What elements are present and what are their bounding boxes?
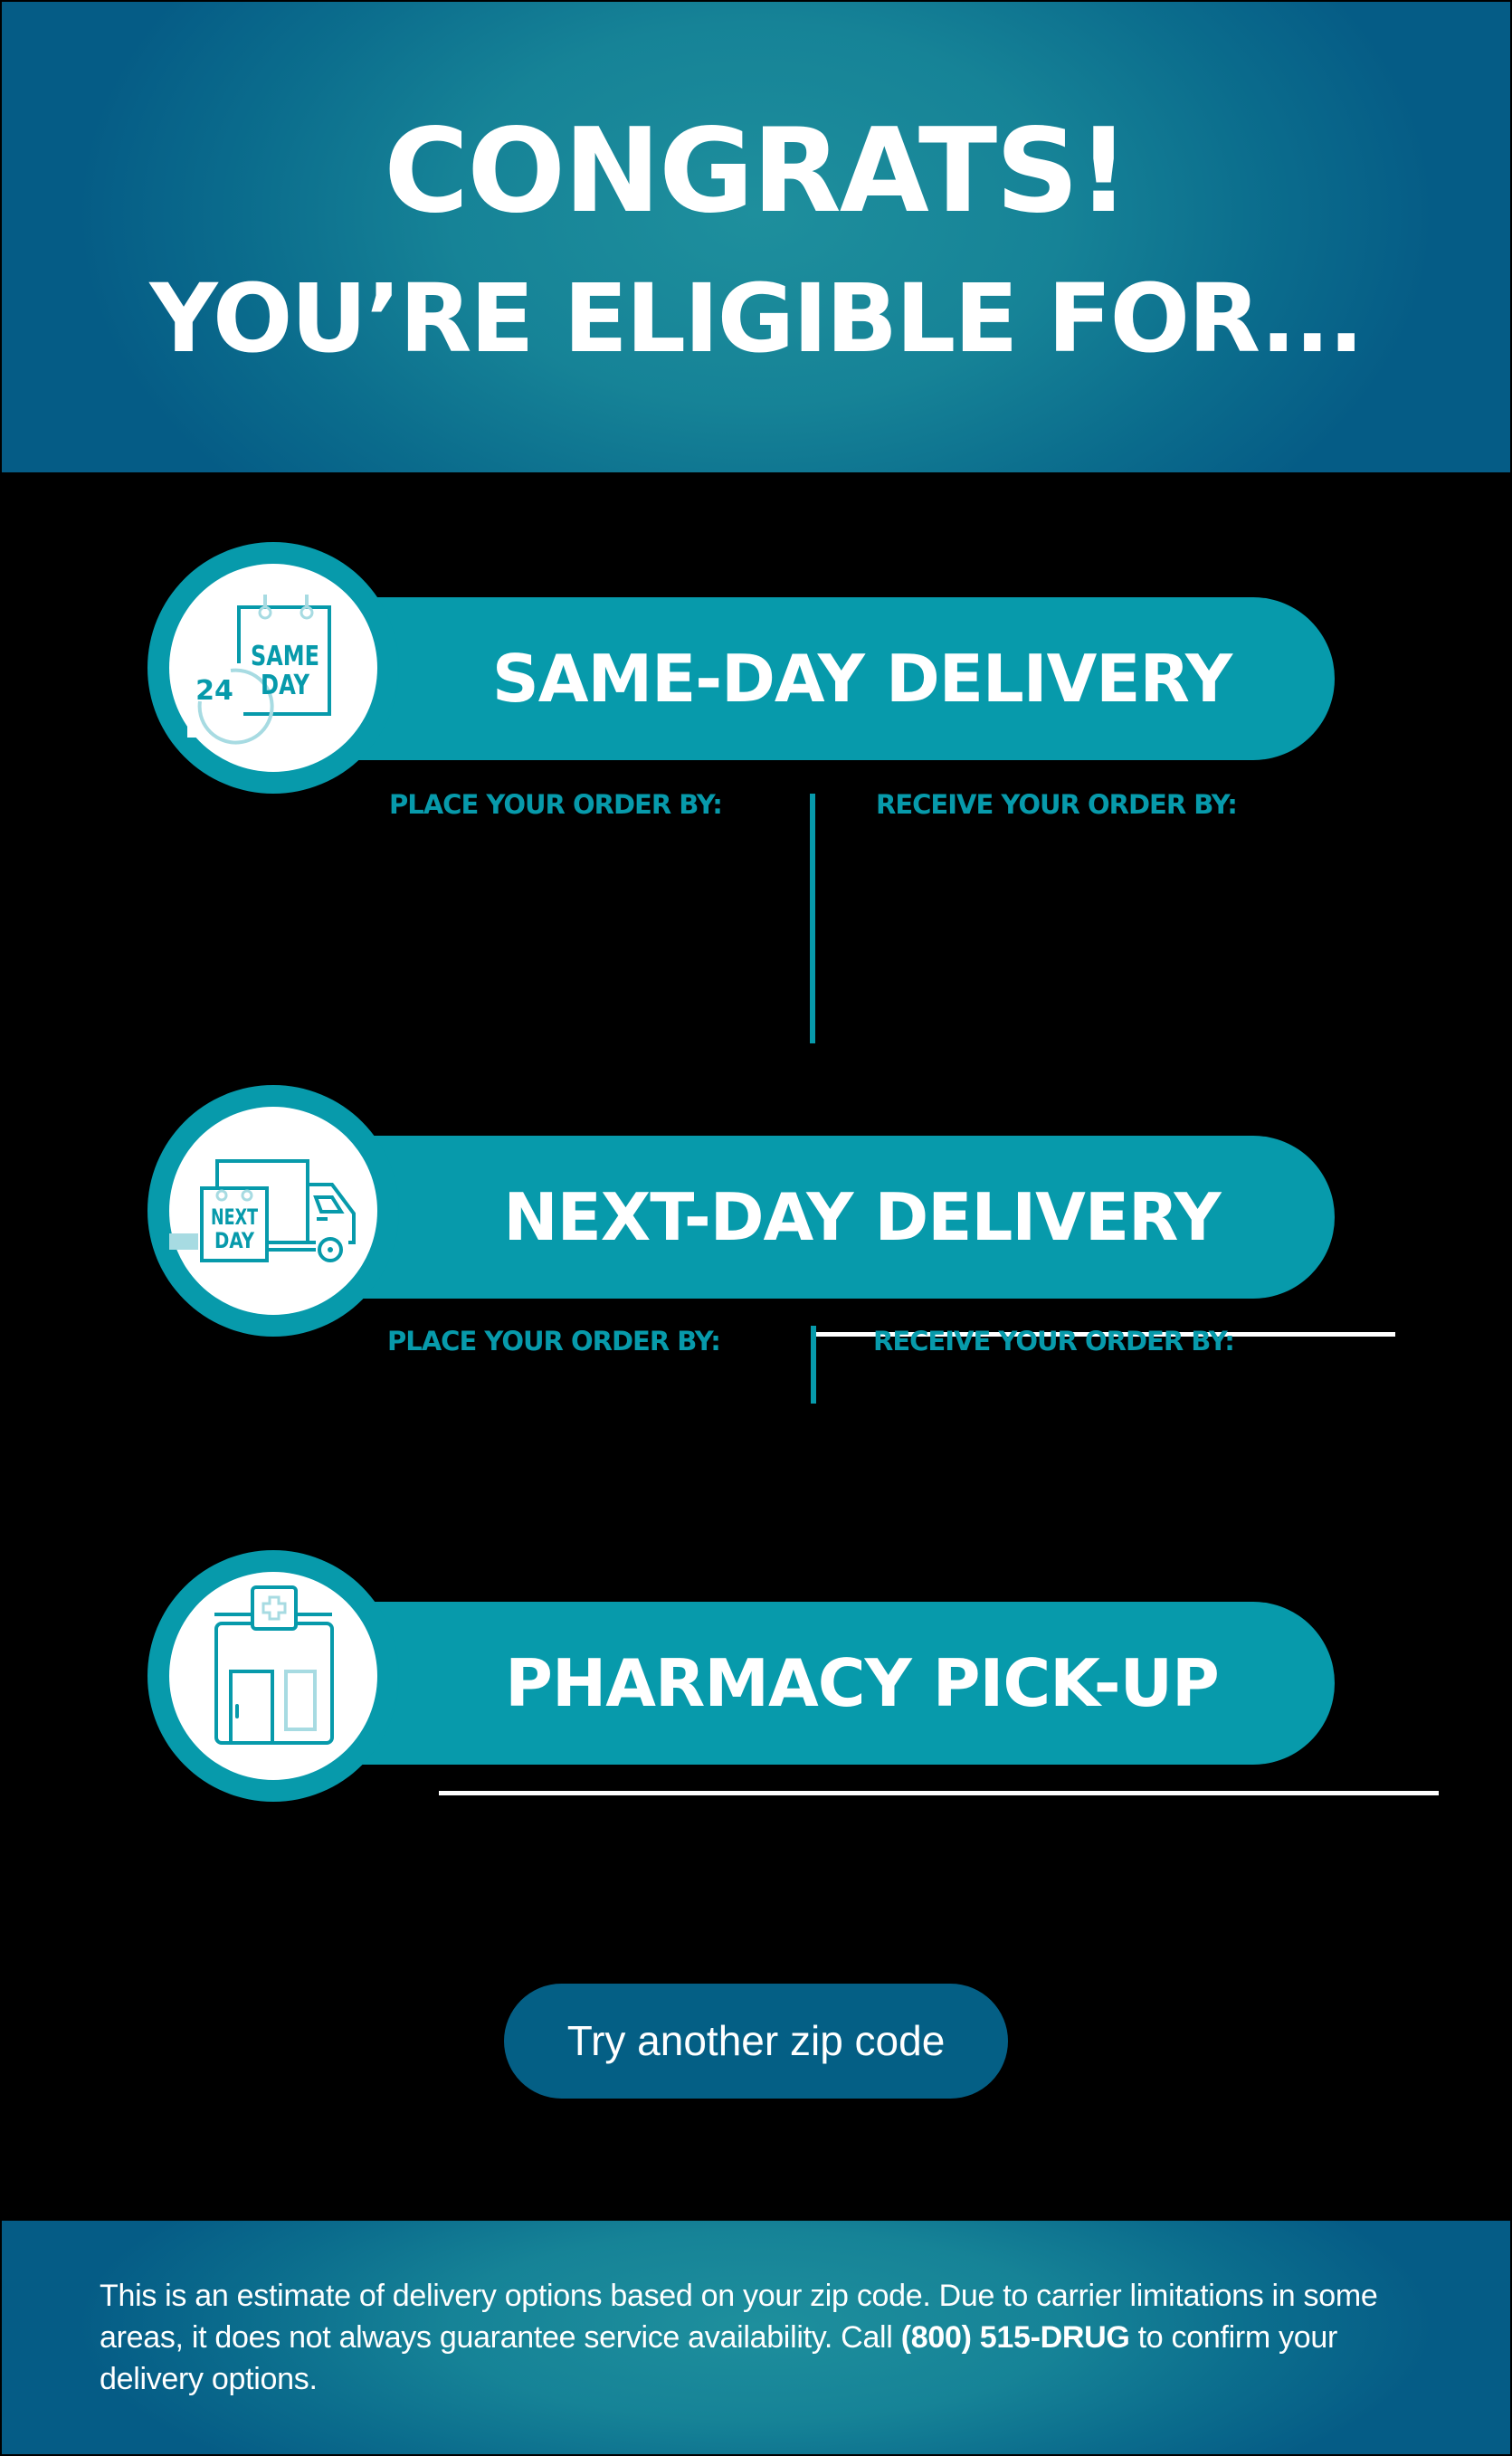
pharmacy-pickup-title: PHARMACY PICK-UP xyxy=(505,1645,1220,1721)
same-day-title: SAME-DAY DELIVERY xyxy=(491,641,1232,717)
same-day-receive-order-label: RECEIVE YOUR ORDER BY: xyxy=(876,789,1238,820)
same-day-icon-ring: SAME DAY 24 xyxy=(147,542,399,794)
next-day-title: NEXT-DAY DELIVERY xyxy=(503,1179,1221,1255)
support-phone-number: (800) 515-DRUG xyxy=(900,2320,1130,2355)
next-day-pill: NEXT-DAY DELIVERY xyxy=(344,1136,1335,1299)
next-day-place-order-label: PLACE YOUR ORDER BY: xyxy=(387,1326,721,1357)
pharmacy-pickup-pill: PHARMACY PICK-UP xyxy=(344,1602,1335,1765)
next-day-white-rule xyxy=(814,1332,1395,1337)
eligible-heading: YOU’RE ELIGIBLE FOR... xyxy=(149,263,1364,374)
congrats-heading: CONGRATS! xyxy=(384,104,1130,239)
pharmacy-icon-ring xyxy=(147,1550,399,1802)
disclaimer-text-end: to confirm your delivery options. xyxy=(100,2320,1337,2396)
header-banner: CONGRATS! YOU’RE ELIGIBLE FOR... xyxy=(2,2,1510,472)
next-day-truck-icon: NEXT DAY xyxy=(169,1107,377,1315)
svg-text:24: 24 xyxy=(195,675,233,707)
svg-text:SAME: SAME xyxy=(251,641,319,672)
try-another-zip-button[interactable]: Try another zip code xyxy=(504,1984,1008,2099)
footer-banner: This is an estimate of delivery options … xyxy=(2,2221,1510,2454)
same-day-place-order-label: PLACE YOUR ORDER BY: xyxy=(389,789,723,820)
svg-text:DAY: DAY xyxy=(214,1228,255,1253)
same-day-divider xyxy=(810,794,815,1043)
pharmacy-building-icon xyxy=(169,1572,377,1780)
svg-text:DAY: DAY xyxy=(261,670,310,701)
disclaimer-text-start: This is an estimate of delivery options … xyxy=(100,2279,1378,2355)
same-day-pill: SAME-DAY DELIVERY xyxy=(344,597,1335,760)
next-day-receive-order-label: RECEIVE YOUR ORDER BY: xyxy=(873,1326,1235,1357)
next-day-icon-ring: NEXT DAY xyxy=(147,1085,399,1337)
disclaimer-text: This is an estimate of delivery options … xyxy=(100,2275,1421,2400)
same-day-calendar-clock-icon: SAME DAY 24 xyxy=(169,564,377,772)
svg-text:NEXT: NEXT xyxy=(211,1204,258,1230)
pharmacy-white-rule xyxy=(439,1791,1439,1795)
next-day-divider xyxy=(811,1326,816,1404)
